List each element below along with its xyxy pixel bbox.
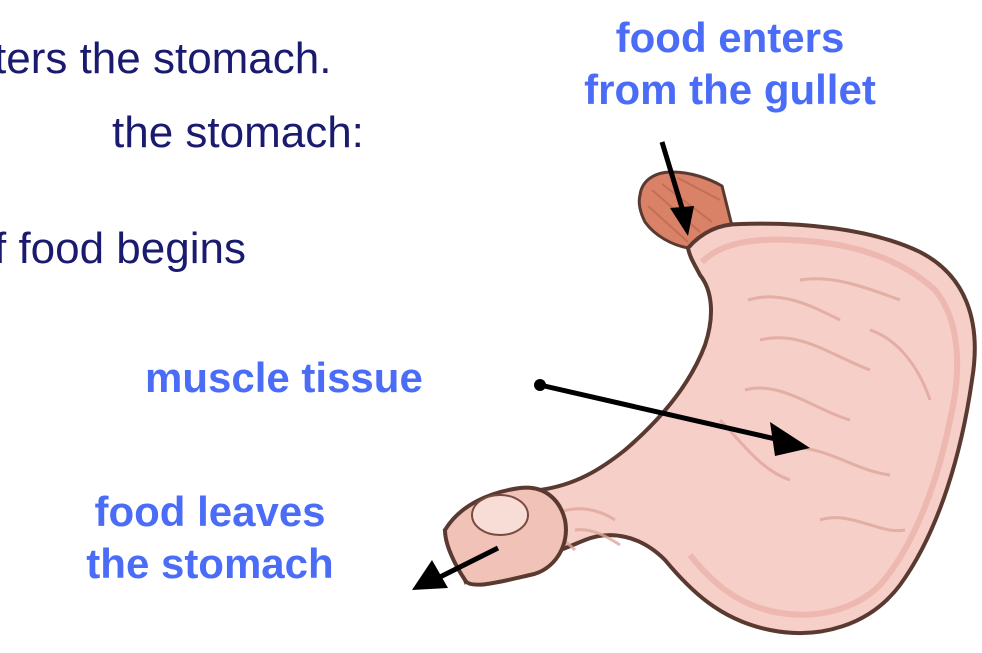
label-food-enters: food enters from the gullet [512,12,948,116]
duodenum-illustration [445,488,566,585]
label-food-enters-line-1: food enters [512,12,948,64]
body-text-line-2: the stomach: [112,108,364,158]
label-food-enters-line-2: from the gullet [512,64,948,116]
label-food-leaves: food leaves the stomach [10,486,410,590]
label-food-leaves-line-2: the stomach [10,538,410,590]
label-muscle-tissue: muscle tissue [145,352,423,404]
label-food-leaves-line-1: food leaves [10,486,410,538]
body-text-line-1: ters the stomach. [0,34,331,84]
body-text-line-3: f food begins [0,224,246,274]
